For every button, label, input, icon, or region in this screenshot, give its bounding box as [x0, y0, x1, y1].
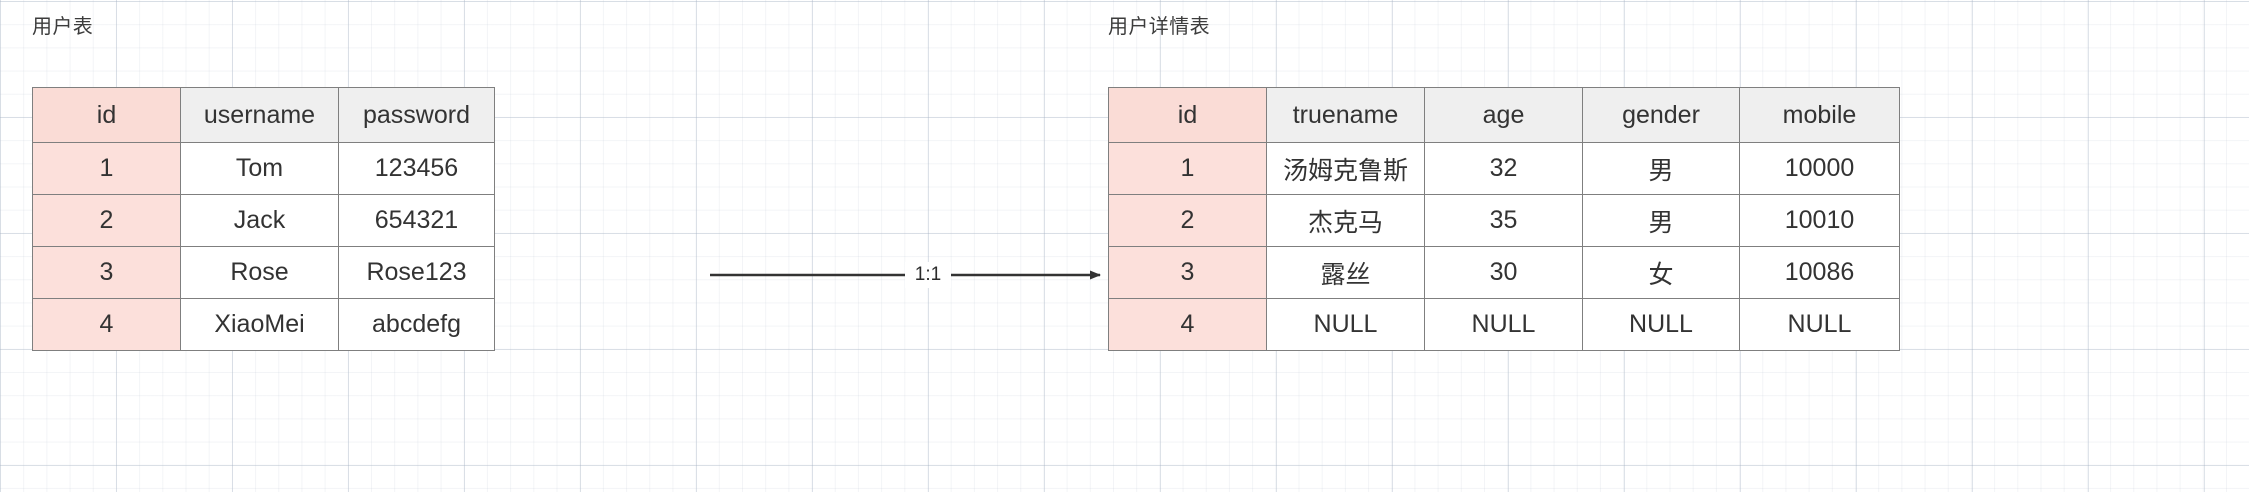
cell-age: 30	[1424, 246, 1583, 299]
column-header-gender: gender	[1582, 87, 1740, 143]
cell-id: 2	[32, 194, 181, 247]
cell-mobile: 10086	[1739, 246, 1900, 299]
column-header-id: id	[1108, 87, 1267, 143]
table-header-row: id truename age gender mobile	[1108, 87, 1900, 143]
cell-id: 4	[1108, 298, 1267, 351]
cell-mobile: NULL	[1739, 298, 1900, 351]
table-caption-user-detail: 用户详情表	[1108, 16, 1210, 38]
table-row: 3 露丝 30 女 10086	[1108, 246, 1900, 299]
cell-truename: 汤姆克鲁斯	[1266, 142, 1425, 195]
table-row: 4 NULL NULL NULL NULL	[1108, 298, 1900, 351]
cell-password: 123456	[338, 142, 495, 195]
user-table: id username password 1 Tom 123456 2 Jack…	[32, 87, 495, 351]
cell-id: 1	[1108, 142, 1267, 195]
table-caption-user: 用户表	[32, 16, 94, 38]
user-detail-table: id truename age gender mobile 1 汤姆克鲁斯 32…	[1108, 87, 1900, 351]
cell-id: 3	[1108, 246, 1267, 299]
cell-gender: NULL	[1582, 298, 1740, 351]
table-row: 3 Rose Rose123	[32, 246, 495, 299]
cell-truename: 露丝	[1266, 246, 1425, 299]
cell-username: Tom	[180, 142, 339, 195]
cell-age: 35	[1424, 194, 1583, 247]
cell-id: 4	[32, 298, 181, 351]
cell-truename: 杰克马	[1266, 194, 1425, 247]
entity-table-user-detail: id truename age gender mobile 1 汤姆克鲁斯 32…	[1108, 87, 1900, 351]
cell-id: 3	[32, 246, 181, 299]
table-row: 4 XiaoMei abcdefg	[32, 298, 495, 351]
column-header-username: username	[180, 87, 339, 143]
cell-id: 2	[1108, 194, 1267, 247]
cell-password: Rose123	[338, 246, 495, 299]
cell-mobile: 10010	[1739, 194, 1900, 247]
column-header-truename: truename	[1266, 87, 1425, 143]
cell-username: XiaoMei	[180, 298, 339, 351]
table-row: 1 Tom 123456	[32, 142, 495, 195]
entity-table-user: id username password 1 Tom 123456 2 Jack…	[32, 87, 495, 351]
column-header-id: id	[32, 87, 181, 143]
table-row: 2 Jack 654321	[32, 194, 495, 247]
column-header-age: age	[1424, 87, 1583, 143]
cell-age: NULL	[1424, 298, 1583, 351]
cell-password: abcdefg	[338, 298, 495, 351]
relation-cardinality-label: 1:1	[905, 262, 951, 288]
cell-age: 32	[1424, 142, 1583, 195]
cell-password: 654321	[338, 194, 495, 247]
cell-truename: NULL	[1266, 298, 1425, 351]
table-row: 2 杰克马 35 男 10010	[1108, 194, 1900, 247]
cell-mobile: 10000	[1739, 142, 1900, 195]
cell-username: Rose	[180, 246, 339, 299]
column-header-password: password	[338, 87, 495, 143]
column-header-mobile: mobile	[1739, 87, 1900, 143]
cell-username: Jack	[180, 194, 339, 247]
cell-gender: 男	[1582, 142, 1740, 195]
table-header-row: id username password	[32, 87, 495, 143]
cell-gender: 女	[1582, 246, 1740, 299]
cell-id: 1	[32, 142, 181, 195]
table-row: 1 汤姆克鲁斯 32 男 10000	[1108, 142, 1900, 195]
cell-gender: 男	[1582, 194, 1740, 247]
